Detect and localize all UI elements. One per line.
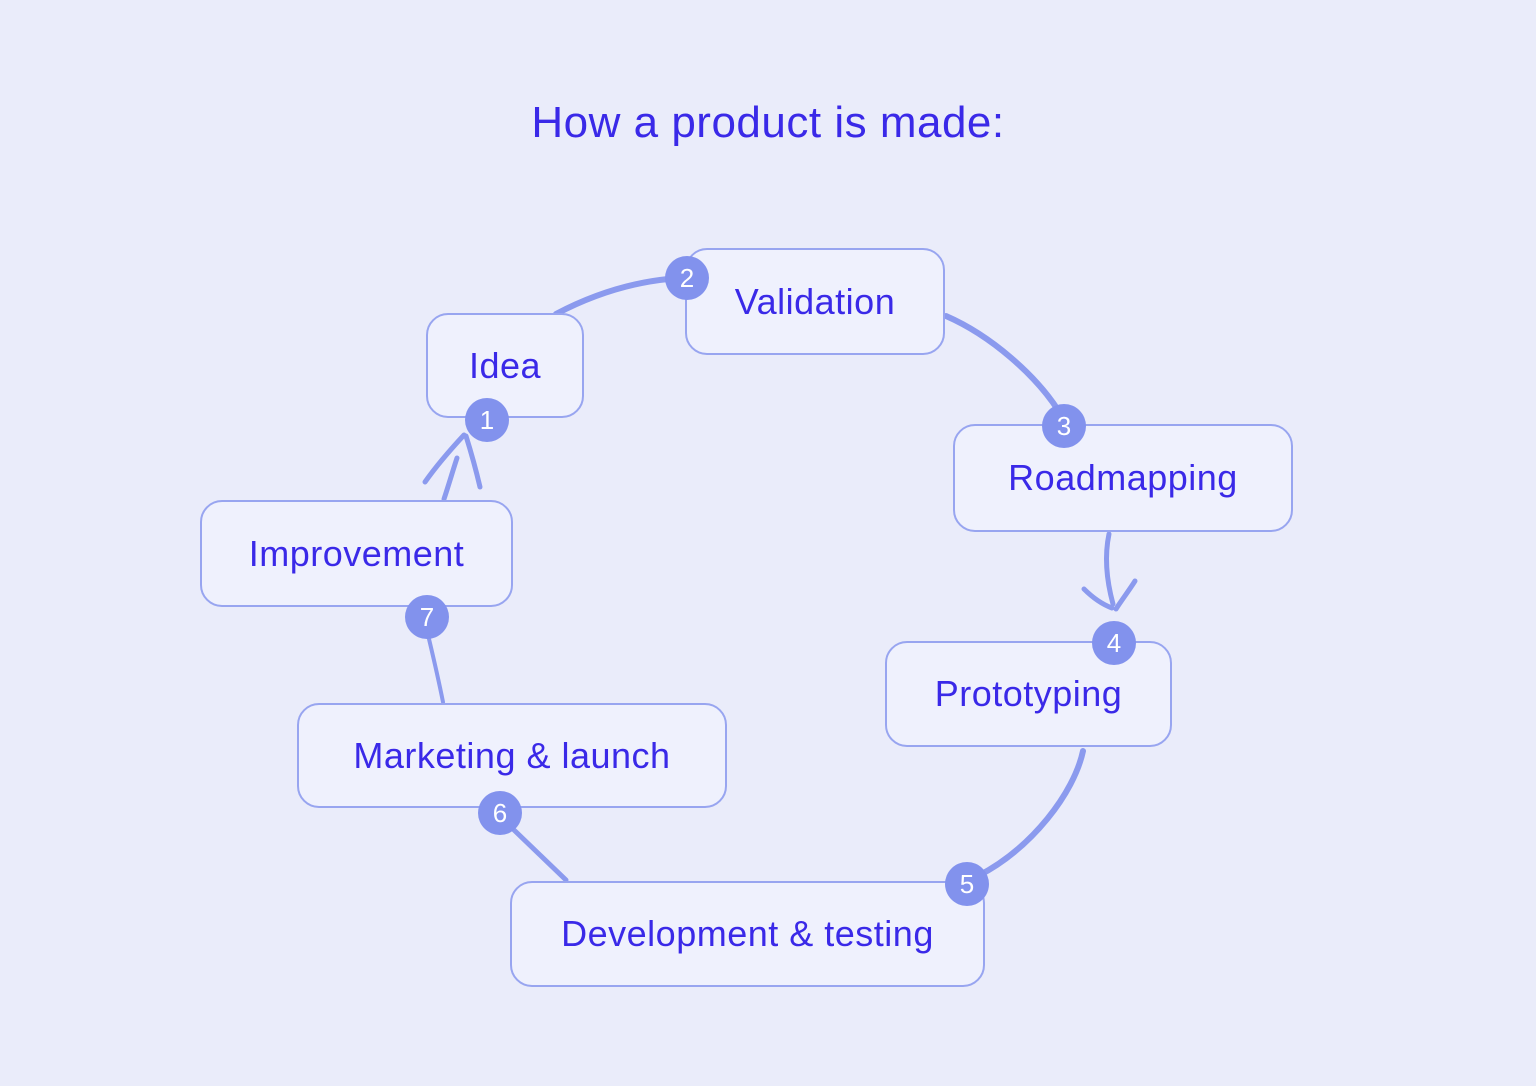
step-box-development-testing: Development & testing: [510, 881, 985, 987]
step-box-improvement: Improvement: [200, 500, 513, 607]
step-box-marketing-launch: Marketing & launch: [297, 703, 727, 808]
step-label-validation: Validation: [734, 280, 896, 322]
page-title: How a product is made:: [531, 98, 1005, 147]
step-label-marketing-launch: Marketing & launch: [353, 734, 671, 776]
step-number-badge-1: 1: [465, 398, 509, 442]
step-number-badge-2: 2: [665, 256, 709, 300]
connector-prototyping-to-development: [975, 748, 1086, 879]
step-label-idea: Idea: [468, 344, 542, 386]
step-number-badge-6: 6: [478, 791, 522, 835]
connector-idea-to-validation: [553, 276, 671, 317]
step-label-development-testing: Development & testing: [561, 913, 934, 954]
step-number-badge-7: 7: [405, 595, 449, 639]
connector-improvement-to-marketing: [427, 637, 445, 704]
step-label-prototyping: Prototyping: [934, 673, 1123, 714]
step-box-roadmapping: Roadmapping: [953, 424, 1293, 532]
step-number-badge-4: 4: [1092, 621, 1136, 665]
connector-validation-to-roadmapping: [943, 313, 1061, 413]
arrow-improvement-to-idea-icon: [422, 432, 483, 502]
step-box-validation: Validation: [685, 248, 945, 355]
step-label-roadmapping: Roadmapping: [1008, 457, 1238, 498]
arrow-roadmapping-to-prototyping-icon: [1081, 531, 1138, 612]
step-box-idea: Idea: [426, 313, 584, 418]
step-label-improvement: Improvement: [248, 532, 465, 574]
step-number-badge-3: 3: [1042, 404, 1086, 448]
connector-marketing-to-development: [511, 827, 569, 883]
step-number-badge-5: 5: [945, 862, 989, 906]
